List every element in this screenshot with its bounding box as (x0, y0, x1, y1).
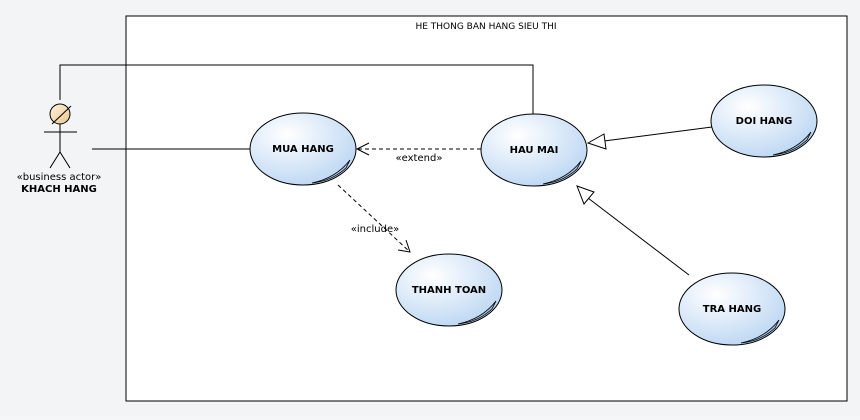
system-boundary[interactable]: HE THONG BAN HANG SIEU THI (125, 15, 848, 402)
association-actor-hau-mai[interactable] (59, 64, 534, 116)
use-case-label: DOI HANG (736, 116, 793, 127)
use-case-label: THANH TOAN (412, 285, 486, 296)
system-title: HE THONG BAN HANG SIEU THI (415, 22, 556, 32)
generalization-tra-hang[interactable] (576, 185, 690, 276)
actor-stereotype: «business actor» (17, 172, 102, 183)
use-case-doi-hang[interactable]: DOI HANG (710, 84, 818, 158)
use-case-hau-mai[interactable]: HAU MAI (480, 113, 588, 187)
use-case-mua-hang[interactable]: MUA HANG (249, 112, 357, 186)
extend-label: «extend» (396, 153, 443, 164)
use-case-label: MUA HANG (272, 144, 334, 155)
use-case-thanh-toan[interactable]: THANH TOAN (395, 253, 503, 327)
use-case-tra-hang[interactable]: TRA HANG (678, 272, 786, 346)
include-label: «include» (351, 224, 399, 235)
actor-head (49, 103, 71, 125)
actor-name: KHACH HANG (21, 184, 97, 195)
use-case-label: HAU MAI (510, 145, 559, 156)
actor-khach-hang[interactable]: «business actor» KHACH HANG (17, 103, 102, 195)
generalization-doi-hang[interactable] (586, 126, 713, 150)
use-case-label: TRA HANG (703, 304, 761, 315)
extend-relation[interactable]: «extend» (355, 142, 481, 164)
include-relation[interactable]: «include» (337, 184, 411, 253)
